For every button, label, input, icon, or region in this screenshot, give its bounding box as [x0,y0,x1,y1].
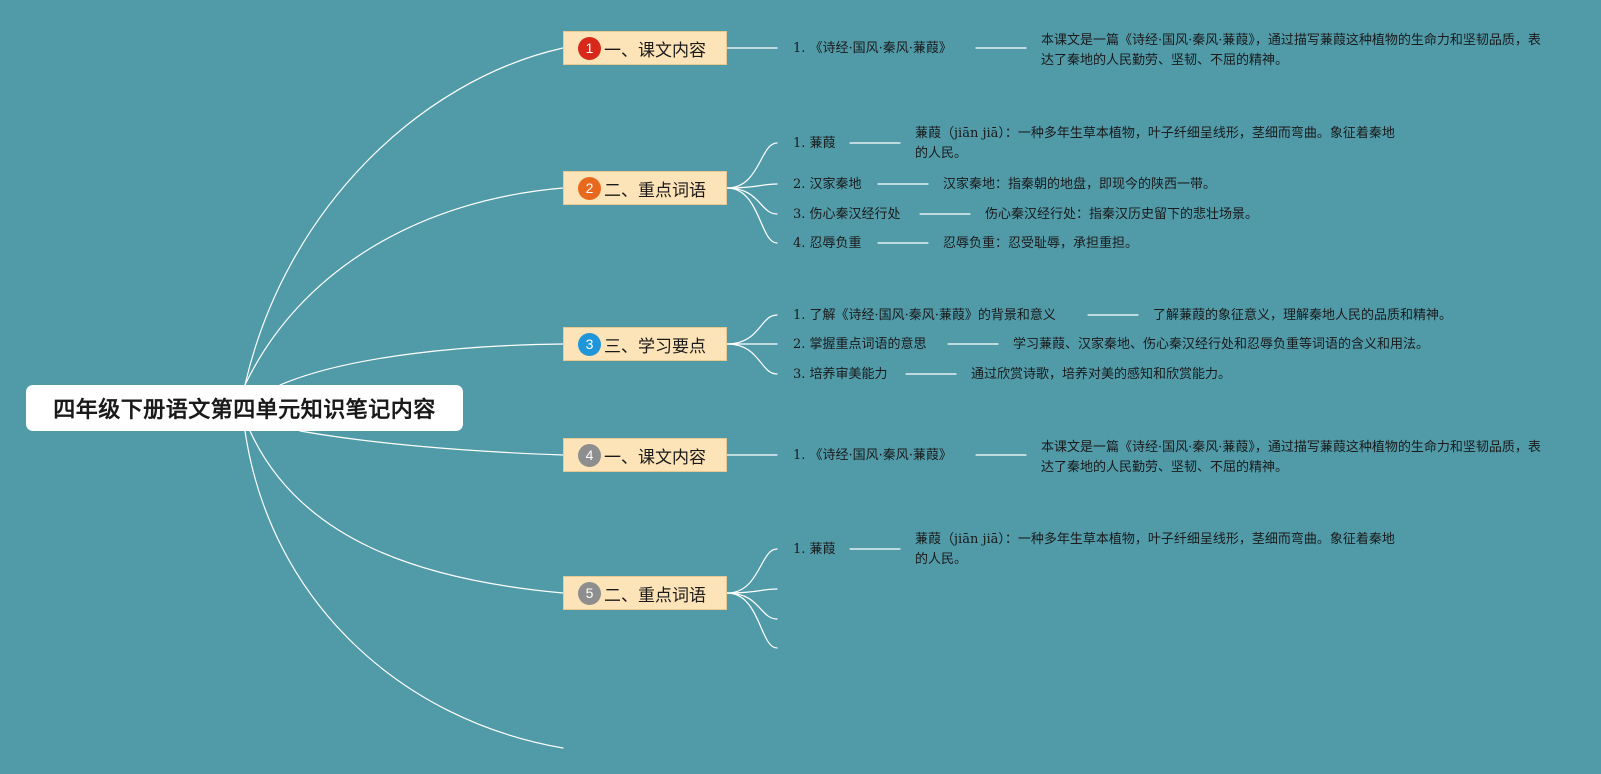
number-badge: 2 [578,176,601,200]
branch-1-item-1-desc: 本课文是一篇《诗经·国风·秦风·蒹葭》，通过描写蒹葭这种植物的生命力和坚韧品质，… [1041,33,1541,68]
root-connector-2 [244,187,564,386]
branch-3-item-1[interactable]: 1. 了解《诗经·国风·秦风·蒹葭》的背景和意义 [793,308,1056,323]
b5-connector-3 [726,592,778,620]
b2-connector-2 [726,183,778,189]
branch-2-item-3[interactable]: 3. 伤心秦汉经行处 [793,207,901,222]
branch-3-item-2[interactable]: 2. 掌握重点词语的意思 [793,337,927,352]
branch-2-item-4-desc: 忍辱负重：忍受耻辱，承担重担。 [943,236,1139,251]
branch-5-item-1-desc: 蒹葭（jiān jiā）：一种多年生草本植物，叶子纤细呈线形，茎细而弯曲。象征着… [915,532,1395,567]
branch-node-3[interactable]: 3 三、学习要点 [563,327,727,361]
root-node[interactable]: 四年级下册语文第四单元知识笔记内容 [26,385,463,431]
root-connector-5 [249,430,564,594]
branch-label: 一、课文内容 [604,40,706,61]
branch-node-2[interactable]: 2 二、重点词语 [563,171,727,205]
branch-2-item-4[interactable]: 4. 忍辱负重 [793,236,862,251]
b5-connector-4 [726,592,778,649]
root-connector-6 [244,430,564,749]
b2-connector-1 [726,142,778,189]
b3-connector-1 [726,314,778,345]
branch-2-item-2[interactable]: 2. 汉家秦地 [793,177,862,192]
b2-connector-4 [726,187,778,244]
b3-connector-3 [726,343,778,375]
branch-node-1[interactable]: 1 一、课文内容 [563,31,727,65]
root-connector-3 [279,343,564,386]
branch-2-item-3-desc: 伤心秦汉经行处：指秦汉历史留下的悲壮场景。 [985,207,1259,222]
branch-1-item-1[interactable]: 1. 《诗经·国风·秦风·蒹葭》 [793,41,952,56]
branch-label: 二、重点词语 [604,180,706,201]
branch-2-item-1-desc: 蒹葭（jiān jiā）：一种多年生草本植物，叶子纤细呈线形，茎细而弯曲。象征着… [915,126,1395,161]
branch-3-item-3-desc: 通过欣赏诗歌，培养对美的感知和欣赏能力。 [971,367,1232,382]
branch-4-item-1[interactable]: 1. 《诗经·国风·秦风·蒹葭》 [793,448,952,463]
branch-2-item-2-desc: 汉家秦地：指秦朝的地盘，即现今的陕西一带。 [943,177,1217,192]
b5-connector-1 [726,548,778,594]
number-badge: 5 [578,581,601,605]
branch-5-item-1[interactable]: 1. 蒹葭 [793,542,836,557]
branch-3-item-2-desc: 学习蒹葭、汉家秦地、伤心秦汉经行处和忍辱负重等词语的含义和用法。 [1013,337,1430,352]
root-title: 四年级下册语文第四单元知识笔记内容 [53,398,436,423]
branch-2-item-1[interactable]: 1. 蒹葭 [793,136,836,151]
branch-label: 一、课文内容 [604,447,706,468]
number-badge: 3 [578,332,601,356]
branch-label: 三、学习要点 [604,336,706,357]
branch-3-item-1-desc: 了解蒹葭的象征意义，理解秦地人民的品质和精神。 [1153,308,1453,323]
b5-connector-2 [726,588,778,594]
branch-4-item-1-desc: 本课文是一篇《诗经·国风·秦风·蒹葭》，通过描写蒹葭这种植物的生命力和坚韧品质，… [1041,440,1541,475]
root-connector-4 [299,430,564,456]
number-badge: 1 [578,36,601,60]
root-connector-1 [244,47,564,386]
branch-label: 二、重点词语 [604,585,706,606]
branch-3-item-3[interactable]: 3. 培养审美能力 [793,367,888,382]
number-badge: 4 [578,443,601,467]
branch-node-4[interactable]: 4 一、课文内容 [563,438,727,472]
branch-node-5[interactable]: 5 二、重点词语 [563,576,727,610]
b2-connector-3 [726,187,778,215]
